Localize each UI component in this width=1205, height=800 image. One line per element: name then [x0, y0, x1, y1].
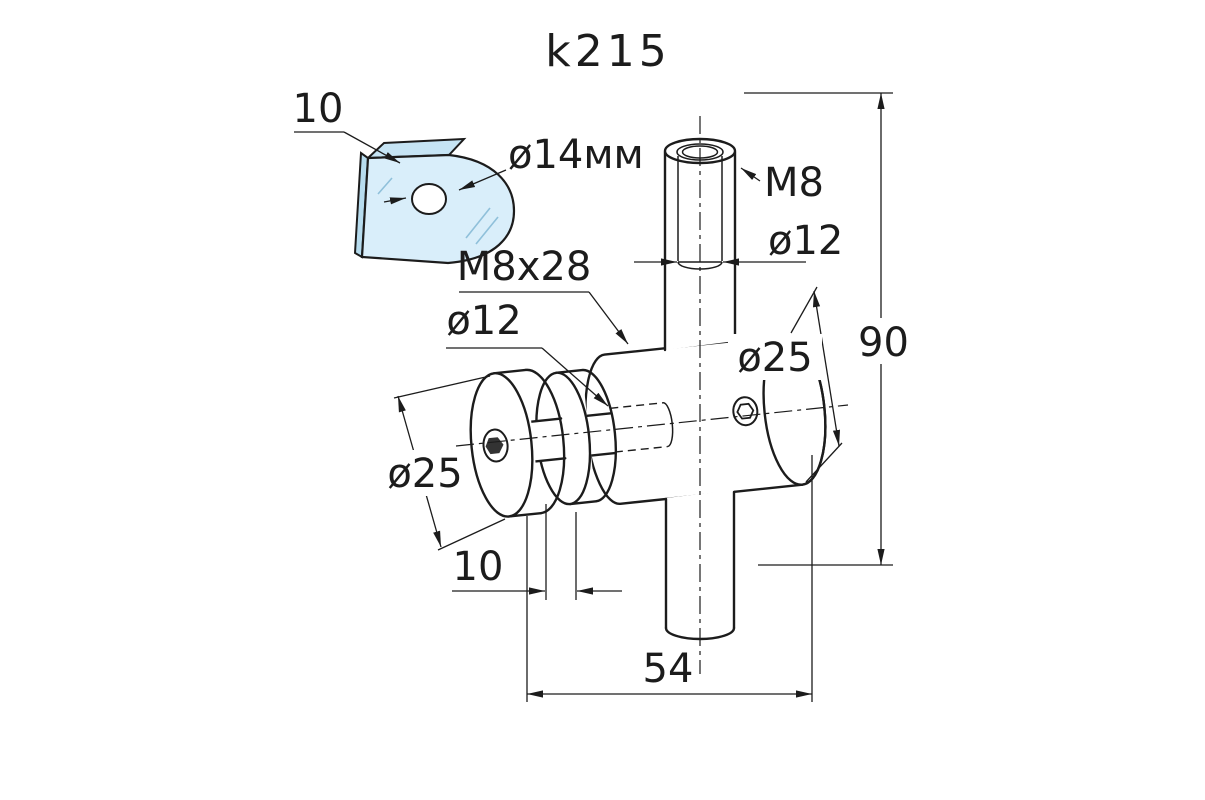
dim-body-line	[812, 290, 841, 447]
dim-topbore-label: ø12	[768, 218, 843, 264]
dim-hole-arrow-left	[383, 197, 407, 205]
dim-disc-label: ø25	[387, 451, 462, 497]
dim-body-ext-top	[790, 286, 818, 334]
dim-hole-label: ø14мм	[508, 132, 644, 178]
dim-stud-leader	[588, 291, 629, 345]
horizontal-centerline	[455, 404, 849, 447]
dimensions: 90 54 10 ø25 ø25 ø12 M8 M8x28	[293, 86, 916, 702]
part-number-title: k215	[545, 26, 670, 77]
dim-body-ext-bottom	[805, 442, 843, 483]
dim-glass-leader	[343, 131, 401, 164]
dim-disc-label-bg	[380, 450, 470, 496]
glass-reflection-1	[465, 207, 491, 239]
glass-panel	[353, 137, 516, 265]
dim-stud-label: M8x28	[457, 244, 592, 290]
glass-reflection-2	[475, 216, 499, 245]
dim-body-label: ø25	[737, 335, 812, 381]
neck-top	[585, 412, 613, 417]
slot-stud-bottom	[534, 457, 567, 463]
dim-54-label: 54	[643, 646, 694, 692]
dim-sidebore-label: ø12	[446, 298, 521, 344]
dim-disc-ext-bottom	[437, 518, 506, 551]
stud-bore-bottom-line	[614, 445, 668, 453]
socket-rim	[482, 428, 509, 463]
dim-m8-label: M8	[764, 160, 824, 206]
stud-bore-top-line	[610, 402, 664, 410]
dim-gap-label: 10	[453, 544, 504, 590]
dim-hole-leader	[458, 169, 507, 191]
dim-sidebore-leader	[541, 347, 609, 407]
slot-stud-top	[530, 417, 563, 423]
glass-reflection-3	[377, 177, 393, 195]
dim-90-label: 90	[858, 320, 909, 366]
big-disc-back-arc	[524, 368, 566, 515]
small-disc-back-arc	[580, 368, 617, 503]
glass-slot-fill	[531, 418, 566, 462]
dim-disc-ext-top	[393, 375, 491, 399]
dim-body-label-bg	[728, 334, 822, 380]
dim-90-label-bg	[854, 318, 916, 364]
dim-m8-leader	[740, 167, 761, 182]
neck-bottom	[589, 451, 617, 457]
dim-glass-label: 10	[293, 86, 344, 132]
neck-fill	[586, 413, 615, 456]
glass-hole	[411, 183, 447, 215]
